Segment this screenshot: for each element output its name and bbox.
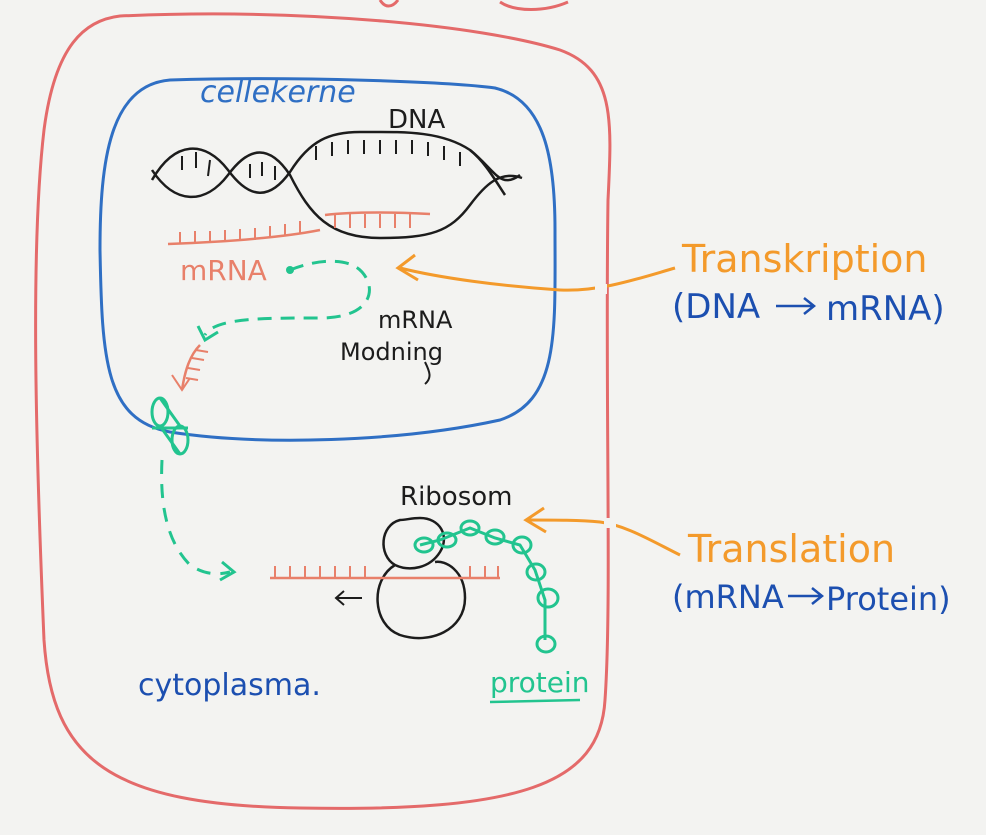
transcription-arrow <box>399 266 676 292</box>
translation-arrow <box>527 518 681 557</box>
arrow-gap-2 <box>604 518 616 528</box>
protein-underline <box>489 698 581 704</box>
cytoplasm-mrna-strand <box>270 566 500 580</box>
export-arrow-head-icon <box>219 560 237 582</box>
translation-formula-left: (mRNA <box>672 578 784 616</box>
nucleus-label: cellekerne <box>200 75 356 110</box>
cytoplasm-label: cytoplasma. <box>138 668 321 703</box>
template-mrna-on-dna <box>324 211 431 228</box>
cell-membrane <box>34 12 612 810</box>
mrna-maturation-label-line2: Modning <box>340 338 443 366</box>
mrna-maturation-path <box>203 259 371 336</box>
mature-mrna-fragment <box>171 344 209 392</box>
dna-label: DNA <box>388 105 445 135</box>
mrna-label: mRNA <box>180 254 267 287</box>
translation-title: Translation <box>687 527 895 571</box>
cropped-title-fragment <box>378 0 569 11</box>
transcription-formula-arrow-icon <box>776 297 817 315</box>
translation-arrow-head-icon <box>523 506 547 534</box>
nucleus-membrane <box>98 77 557 442</box>
nuclear-pore-icon <box>150 396 190 456</box>
modning-underline <box>424 361 431 385</box>
ribosome-label: Ribosom <box>400 482 512 512</box>
arrow-gap <box>595 284 607 294</box>
maturation-arrow-head-icon <box>196 325 219 343</box>
mrna-strand <box>167 221 321 246</box>
mrna-cap-dot <box>286 266 294 274</box>
transcription-arrow-head-icon <box>395 253 419 282</box>
protein-chain <box>413 519 560 654</box>
mrna-export-path <box>160 459 231 576</box>
translation-formula-right: Protein) <box>826 580 951 618</box>
translation-formula-arrow-icon <box>788 587 825 605</box>
dna-helix <box>150 130 523 240</box>
movement-arrow-icon <box>334 590 362 606</box>
protein-label: protein <box>490 666 590 699</box>
transcription-title: Transkription <box>681 237 928 281</box>
transcription-formula-right: mRNA) <box>826 289 945 329</box>
mrna-maturation-label-line1: mRNA <box>378 306 453 334</box>
ribosome-icon <box>376 516 467 640</box>
transcription-formula-left: (DNA <box>672 287 760 327</box>
